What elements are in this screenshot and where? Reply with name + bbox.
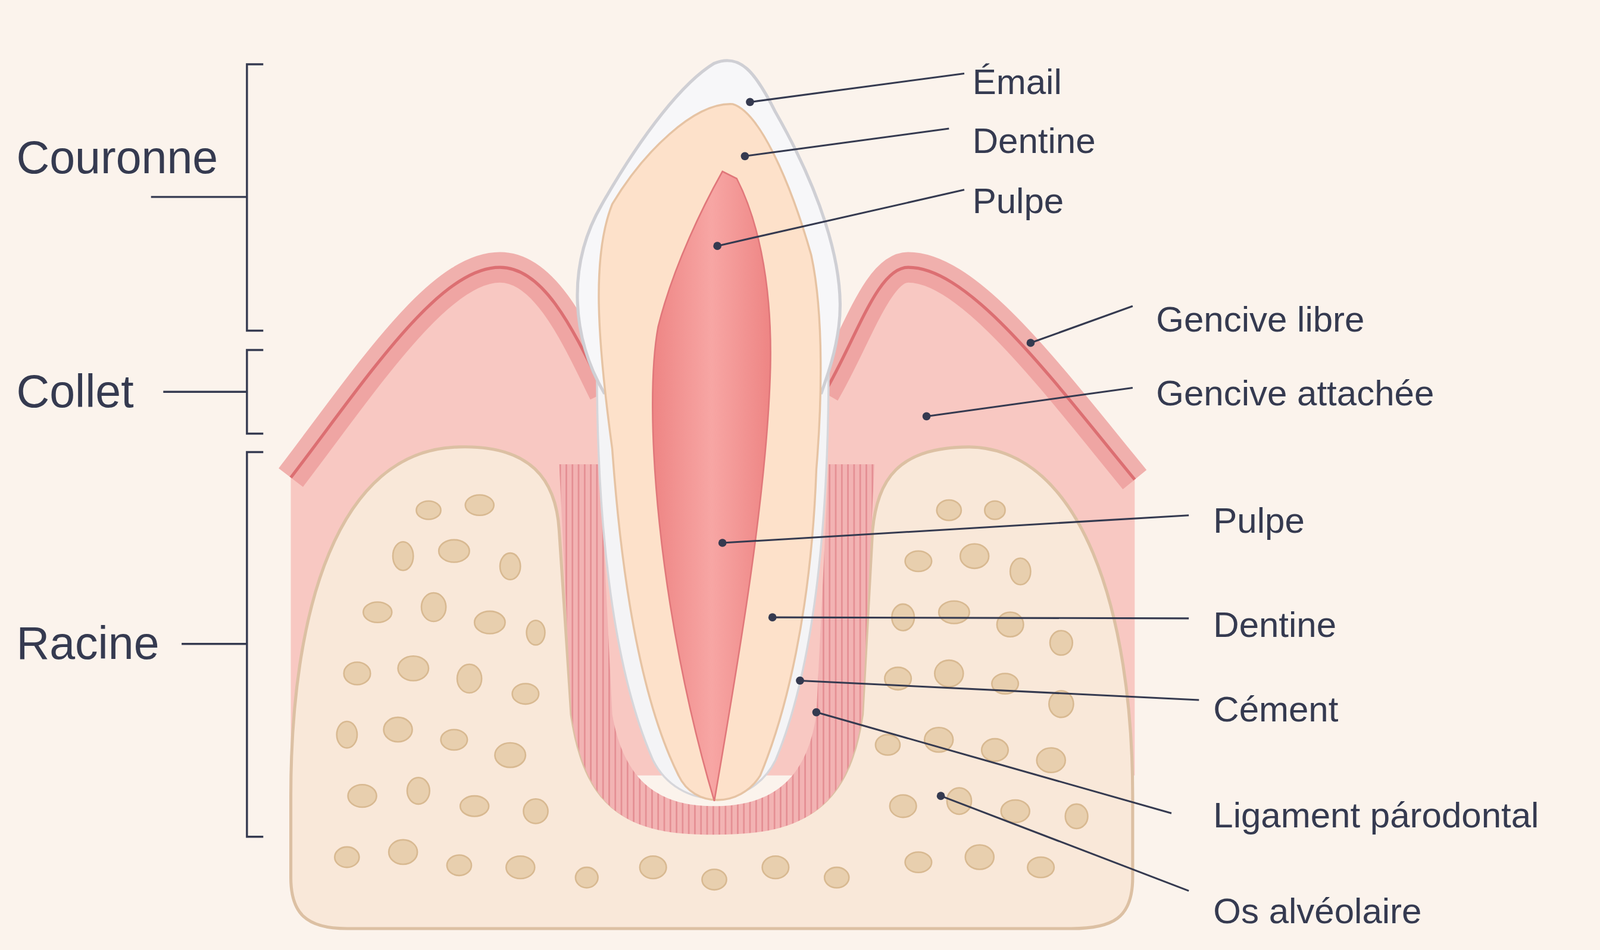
part-label: Ligament párodontal	[1213, 794, 1539, 837]
part-label: Cément	[1213, 687, 1339, 731]
region-label: Collet	[16, 364, 134, 420]
region-label: Racine	[16, 616, 159, 672]
part-label: Gencive attachée	[1155, 371, 1434, 415]
leader-lines	[717, 73, 1199, 891]
part-label: Émail	[972, 60, 1062, 103]
part-label: Dentine	[972, 119, 1096, 163]
part-label: Gencive libre	[1155, 298, 1365, 342]
part-label: Dentine	[1213, 602, 1337, 646]
part-label: Os alvéolaire	[1213, 889, 1422, 933]
region-label: Couronne	[16, 130, 218, 186]
pulp	[652, 171, 771, 802]
part-label: Pulpe	[972, 179, 1064, 223]
part-label: Pulpe	[1213, 498, 1305, 542]
